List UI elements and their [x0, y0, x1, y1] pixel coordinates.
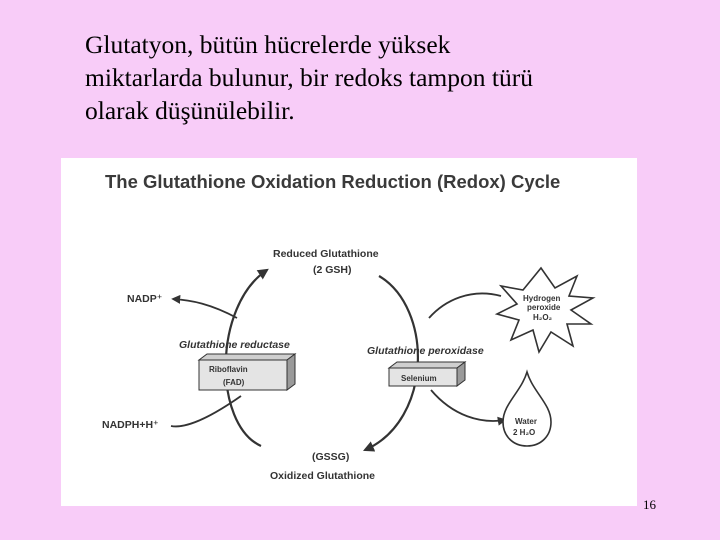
nadph-in-arrow — [170, 395, 242, 428]
fad-label: (FAD) — [223, 378, 245, 387]
nadp-label: NADP⁺ — [127, 293, 162, 305]
water-drop: Water 2 H₂O — [502, 369, 552, 447]
reduced-glutathione-label: Reduced Glutathione — [273, 248, 379, 260]
redox-cycle-diagram: The Glutathione Oxidation Reduction (Red… — [102, 171, 596, 482]
h2o2-label-2: peroxide — [527, 303, 561, 312]
oxidized-glutathione-formula: (GSSG) — [312, 451, 349, 463]
heading-line-2: miktarlarda bulunur, bir redoks tampon t… — [85, 63, 533, 92]
riboflavin-label: Riboflavin — [209, 365, 248, 374]
nadp-out-arrow — [171, 294, 238, 319]
figure-title: The Glutathione Oxidation Reduction (Red… — [105, 171, 560, 192]
selenium-box: Selenium — [387, 361, 467, 387]
slide-heading: Glutatyon, bütün hücrelerde yüksek mikta… — [85, 28, 685, 127]
riboflavin-box: Riboflavin (FAD) — [197, 353, 297, 391]
glutathione-reductase-label: Glutathione reductase — [179, 339, 290, 351]
reduced-glutathione-formula: (2 GSH) — [313, 264, 352, 276]
heading-line-3: olarak düşünülebilir. — [85, 96, 295, 125]
h2o2-label-3: H₂O₂ — [533, 313, 553, 322]
peroxide-in-arrow — [428, 292, 502, 319]
oxidized-glutathione-label: Oxidized Glutathione — [270, 470, 375, 482]
water-label: Water — [515, 417, 537, 426]
redox-cycle-figure: The Glutathione Oxidation Reduction (Red… — [61, 158, 637, 506]
selenium-label: Selenium — [401, 374, 437, 383]
h2o2-label-1: Hydrogen — [523, 294, 560, 303]
hydrogen-peroxide-burst: Hydrogen peroxide H₂O₂ — [494, 266, 596, 355]
page-number: 16 — [643, 497, 656, 512]
heading-line-1: Glutatyon, bütün hücrelerde yüksek — [85, 30, 451, 59]
water-out-arrow — [430, 389, 507, 426]
water-formula: 2 H₂O — [513, 428, 535, 437]
glutathione-peroxidase-label: Glutathione peroxidase — [367, 345, 484, 357]
nadph-label: NADPH+H⁺ — [102, 419, 159, 431]
